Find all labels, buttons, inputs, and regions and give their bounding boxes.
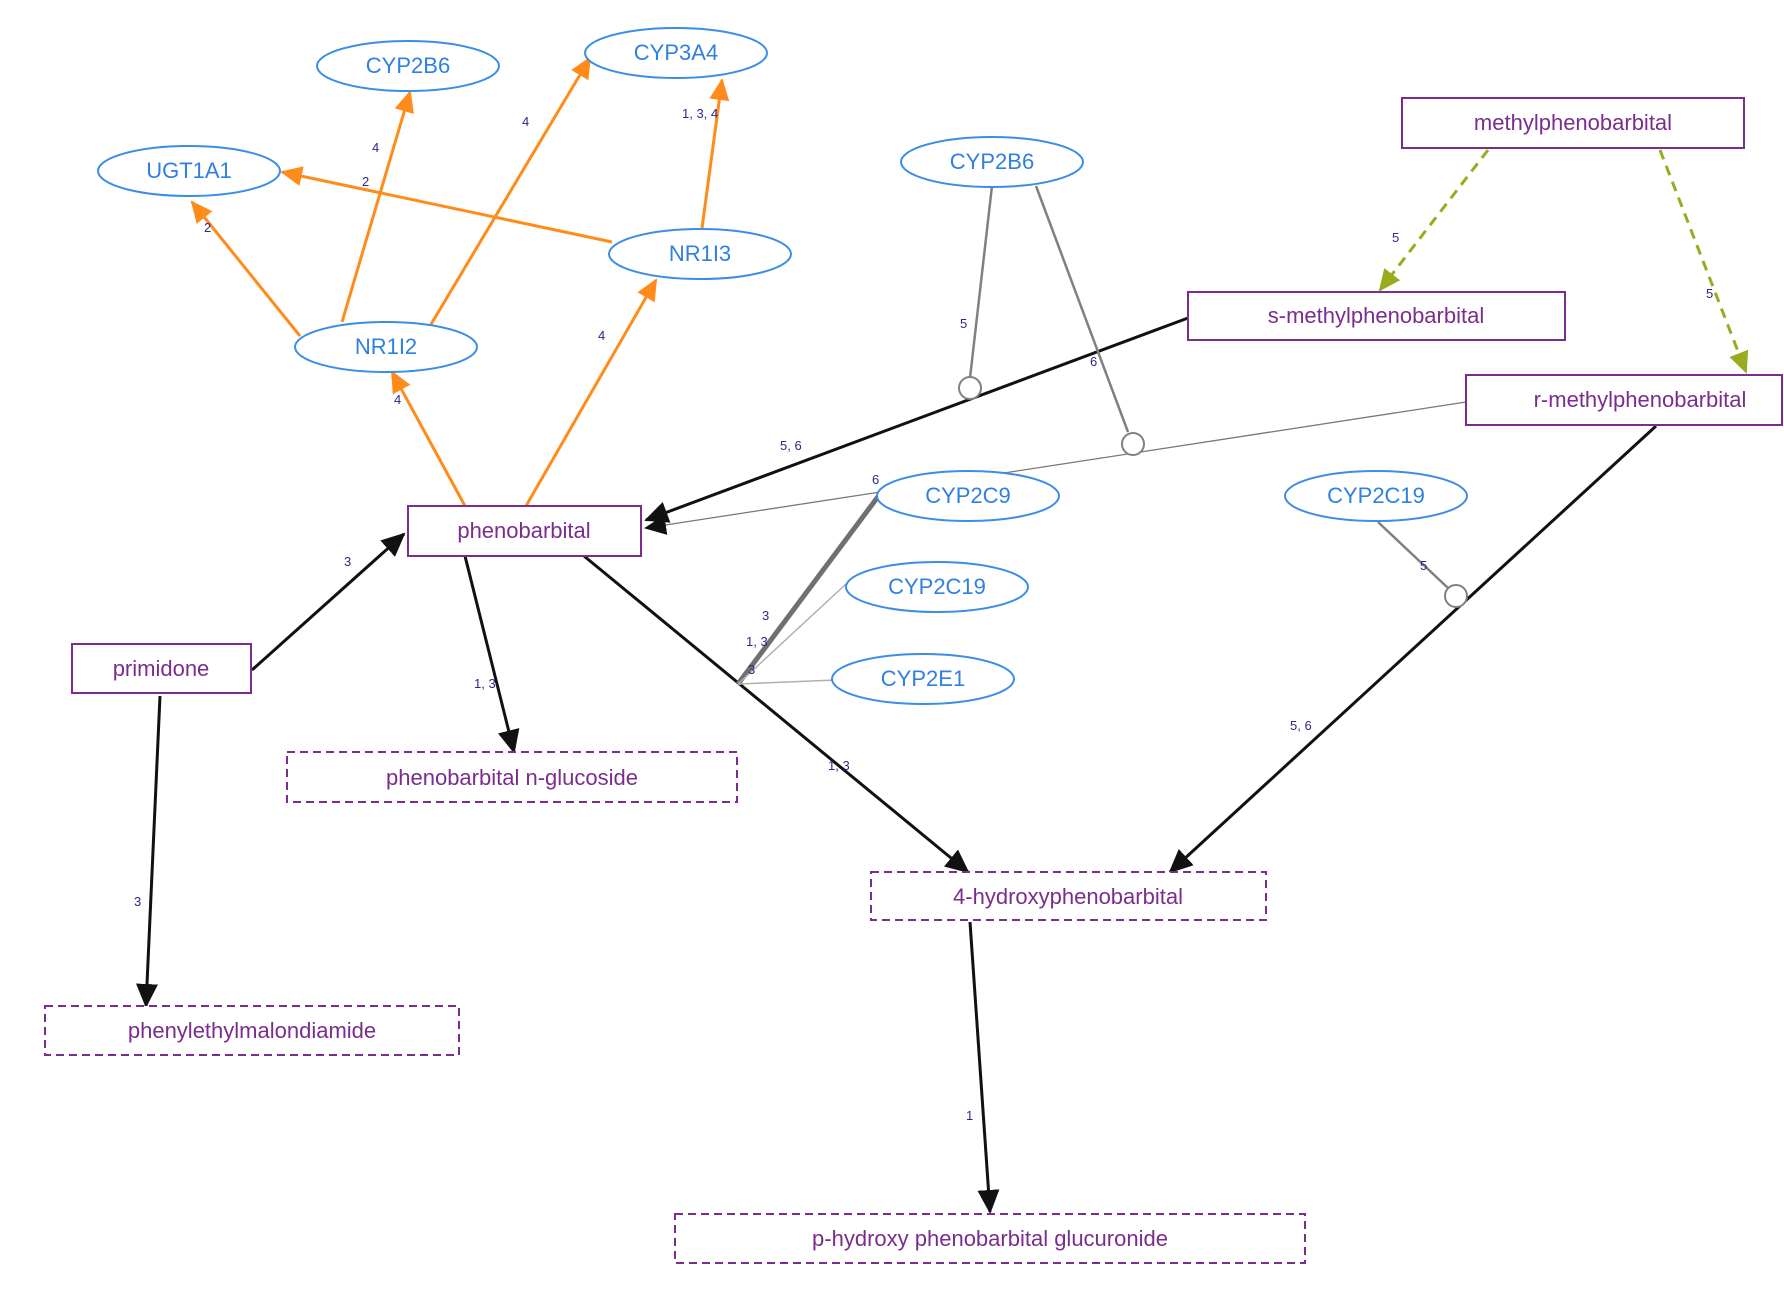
edge-mpb-s [1378, 149, 1490, 292]
edge-label: 4 [598, 328, 605, 343]
gene-node-cyp2b6-mid[interactable]: CYP2B6 [900, 136, 1084, 188]
gene-nodes: CYP2B6 CYP3A4 UGT1A1 NR1I3 NR1I2 CYP2B6 … [97, 27, 1468, 705]
gene-node-cyp2c19-b[interactable]: CYP2C19 [1284, 470, 1468, 522]
gene-node-cyp2c9[interactable]: CYP2C9 [876, 470, 1060, 522]
edge-label: 5 [1392, 230, 1399, 245]
node-label: primidone [113, 656, 210, 681]
gene-node-nr1i2[interactable]: NR1I2 [294, 321, 478, 373]
edge-label: 3 [762, 608, 769, 623]
edge-mpb-r [1658, 149, 1749, 374]
edge-cyp2c19b-cat [1377, 521, 1449, 589]
node-label: s-methylphenobarbital [1268, 303, 1484, 328]
node-label: CYP2C9 [925, 483, 1011, 508]
node-label: 4-hydroxyphenobarbital [953, 884, 1183, 909]
catalysis-circle-hydroxy [1444, 584, 1468, 608]
gene-node-cyp2c19-a[interactable]: CYP2C19 [845, 561, 1029, 613]
edge-pb-nglu [463, 555, 520, 754]
edge-nr1i2-ugt1a1 [190, 200, 302, 337]
chem-node-r-methylphenobarbital[interactable]: r-methylphenobarbital [1465, 374, 1783, 426]
node-label: phenylethylmalondiamide [128, 1018, 376, 1043]
edge-label: 5, 6 [1290, 718, 1312, 733]
node-label: methylphenobarbital [1474, 110, 1672, 135]
chem-node-s-methylphenobarbital[interactable]: s-methylphenobarbital [1187, 291, 1566, 341]
node-label: NR1I3 [669, 241, 731, 266]
node-label: CYP2B6 [366, 53, 450, 78]
chem-node-phenobarbital-n-glucoside[interactable]: phenobarbital n-glucoside [286, 751, 738, 803]
catalysis-circle-r [1121, 432, 1145, 456]
node-label: CYP2E1 [881, 666, 965, 691]
gene-node-cyp2e1[interactable]: CYP2E1 [831, 653, 1015, 705]
edge-pb-hydroxy [583, 554, 970, 874]
node-label: CYP2B6 [950, 149, 1034, 174]
edge-label: 2 [362, 174, 369, 189]
edge-label: 5 [960, 316, 967, 331]
edge-cyp2e1-cat [737, 679, 837, 685]
node-label: phenobarbital n-glucoside [386, 765, 638, 790]
edge-label: 5 [1420, 558, 1427, 573]
chem-node-4-hydroxyphenobarbital[interactable]: 4-hydroxyphenobarbital [870, 871, 1267, 921]
edge-pb-nr1i3 [524, 278, 658, 507]
edge-label: 1, 3 [474, 676, 496, 691]
edge-label: 3 [748, 662, 755, 677]
edge-label: 6 [872, 472, 879, 487]
edge-label: 2 [204, 220, 211, 235]
edge-r-hydroxy [1168, 424, 1658, 874]
chem-node-primidone[interactable]: primidone [71, 643, 252, 694]
edge-prim-pemda [136, 695, 162, 1008]
edge-label: 1, 3, 4 [682, 106, 718, 121]
edge-label: 4 [522, 114, 529, 129]
chem-node-phenobarbital[interactable]: phenobarbital [407, 505, 642, 557]
gene-node-cyp3a4[interactable]: CYP3A4 [584, 27, 768, 79]
edges [136, 56, 1749, 1214]
edge-cyp2b6-s [968, 185, 994, 379]
chem-node-p-hydroxy-phenobarbital-glucuronide[interactable]: p-hydroxy phenobarbital glucuronide [674, 1213, 1306, 1264]
gene-node-cyp2b6-top[interactable]: CYP2B6 [316, 40, 500, 92]
chem-node-methylphenobarbital[interactable]: methylphenobarbital [1401, 97, 1745, 149]
node-label: CYP2C19 [888, 574, 986, 599]
edge-label: 3 [134, 894, 141, 909]
node-label: CYP2C19 [1327, 483, 1425, 508]
edge-cyp2c19a-cat [737, 583, 847, 685]
edge-label: 5, 6 [780, 438, 802, 453]
gene-node-ugt1a1[interactable]: UGT1A1 [97, 145, 281, 197]
edge-label: 4 [372, 140, 379, 155]
edge-nr1i3-ugt1a1 [280, 166, 613, 244]
node-label: phenobarbital [457, 518, 590, 543]
node-label: NR1I2 [355, 334, 417, 359]
edge-label: 5 [1706, 286, 1713, 301]
edge-cyp2b6-r [1034, 185, 1130, 433]
edge-label: 1, 3 [746, 634, 768, 649]
node-label: r-methylphenobarbital [1534, 387, 1747, 412]
edge-nr1i2-cyp3a4 [428, 56, 592, 327]
edge-prim-pb [250, 532, 406, 672]
edge-label: 1, 3 [828, 758, 850, 773]
edge-cyp2c9-cat [735, 492, 883, 686]
edge-label: 4 [394, 392, 401, 407]
node-label: p-hydroxy phenobarbital glucuronide [812, 1226, 1168, 1251]
edge-labels: 4 4 1, 3, 4 2 2 4 4 5 6 5, 6 6 5 5 3 1, … [134, 106, 1713, 1123]
gene-node-nr1i3[interactable]: NR1I3 [608, 228, 792, 280]
edge-nr1i2-cyp2b6 [340, 90, 414, 323]
edge-r-pb [644, 401, 1467, 535]
edge-label: 6 [1090, 354, 1097, 369]
catalysis-circle-s [958, 376, 982, 400]
node-label: UGT1A1 [146, 158, 232, 183]
edge-pb-nr1i2 [390, 370, 467, 507]
node-label: CYP3A4 [634, 40, 718, 65]
chemical-nodes: methylphenobarbital s-methylphenobarbita… [44, 97, 1783, 1264]
chem-node-phenylethylmalondiamide[interactable]: phenylethylmalondiamide [44, 1005, 460, 1056]
edge-label: 3 [344, 554, 351, 569]
edge-hydroxy-gluc [968, 921, 1000, 1214]
edge-nr1i3-cyp3a4 [700, 78, 730, 229]
edge-label: 1 [966, 1108, 973, 1123]
